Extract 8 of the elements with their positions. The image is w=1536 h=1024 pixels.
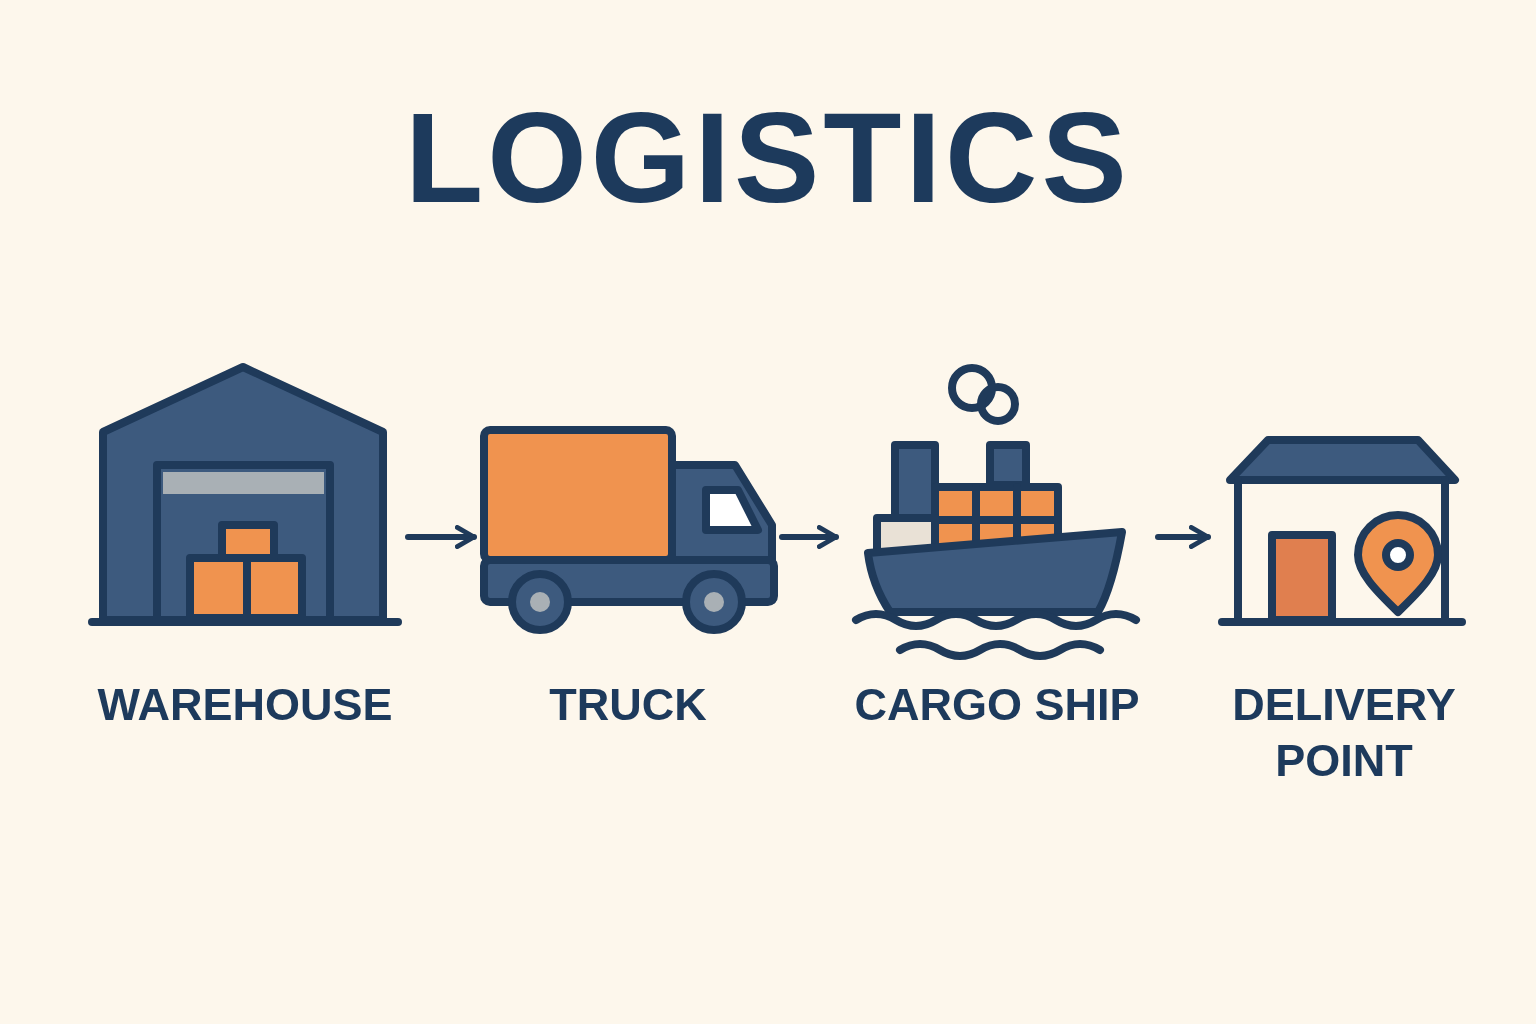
- node-label: CARGO SHIP: [853, 678, 1141, 732]
- node-label: DELIVERY POINT: [1231, 678, 1457, 789]
- arrow: [1155, 525, 1211, 549]
- arrow: [779, 525, 839, 549]
- arrow: [405, 525, 477, 549]
- node-label: WAREHOUSE: [96, 678, 394, 732]
- node-label: TRUCK: [548, 678, 708, 732]
- title: LOGISTICS: [405, 86, 1131, 229]
